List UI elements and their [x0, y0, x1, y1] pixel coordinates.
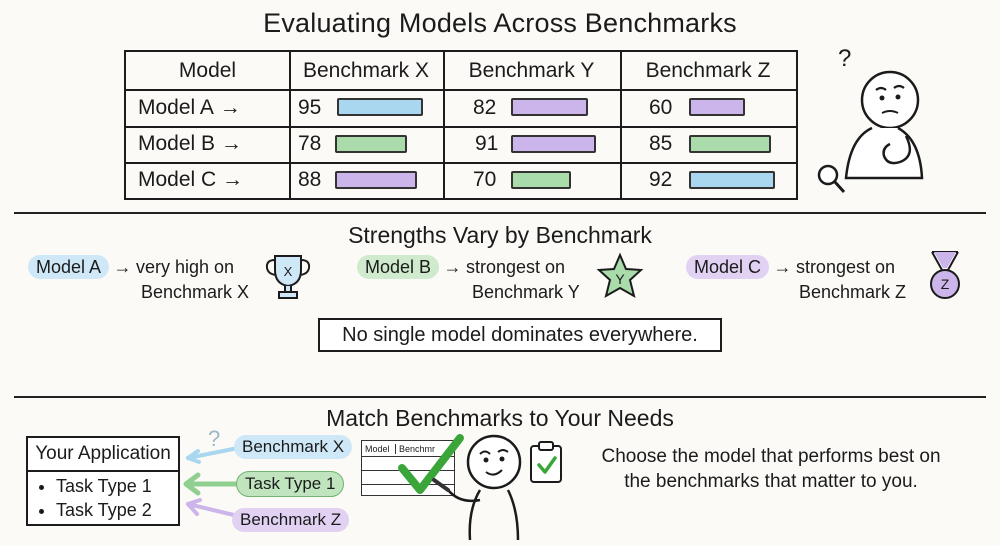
thinking-person-icon: ? [817, 45, 924, 194]
score-bar-a-y [511, 98, 588, 116]
strength-a-line2: Benchmark X [141, 282, 250, 302]
application-title: Your Application [28, 438, 178, 472]
strength-a-line1: very high on [135, 257, 235, 277]
checkmark-icon [398, 434, 464, 494]
task-item: Task Type 2 [56, 498, 178, 522]
tag-benchmark-z: Benchmark Z [232, 508, 350, 532]
medal-icon: Z [930, 251, 960, 299]
score-bar-c-x [335, 171, 417, 189]
strength-item-c: Model C → strongest on [686, 255, 895, 279]
trophy-icon: X [265, 255, 311, 299]
arrow-icon: → [222, 168, 244, 191]
arrow-icon: → [220, 132, 242, 155]
svg-text:Z: Z [941, 276, 950, 292]
mini-header: Benchmr [399, 443, 436, 454]
model-label: Model B [138, 132, 216, 155]
svg-text:Y: Y [615, 271, 625, 287]
person-icon [432, 434, 522, 541]
score-bar-b-x [335, 135, 407, 153]
score-bar-c-y [511, 171, 571, 189]
closing-line: the benchmarks that matter to you. [624, 471, 918, 492]
table-row-model-b: Model B → [138, 126, 242, 162]
score-c-z: 92 [649, 168, 673, 191]
section-divider [14, 396, 986, 398]
table-row-model-a: Model A → [138, 89, 241, 126]
arrow-icon: → [219, 95, 241, 119]
score-bar-c-z [689, 171, 775, 189]
match-arrows: ? [183, 428, 241, 518]
model-c-pill: Model C [686, 255, 770, 279]
strengths-title: Strengths Vary by Benchmark [348, 222, 652, 248]
score-bar-a-x [337, 98, 423, 116]
model-label: Model C [138, 168, 217, 191]
score-a-y: 82 [473, 95, 497, 119]
table-row-model-c: Model C → [138, 162, 243, 198]
tag-benchmark-x: Benchmark X [234, 435, 353, 459]
score-a-z: 60 [649, 95, 673, 119]
page-title: Evaluating Models Across Benchmarks [263, 8, 737, 38]
tag-task-type-1: Task Type 1 [236, 471, 345, 497]
clipboard-icon [530, 441, 562, 483]
mini-header: Model [362, 443, 396, 454]
model-b-pill: Model B [357, 255, 440, 279]
header-benchmark-y: Benchmark Y [468, 58, 595, 82]
score-bar-b-y [511, 135, 596, 153]
benchmark-table: Model Benchmark X Benchmark Y Benchmark … [124, 50, 798, 200]
model-label: Model A [138, 95, 214, 119]
score-bar-b-z [689, 135, 771, 153]
task-item: Task Type 1 [56, 474, 178, 498]
closing-text: Choose the model that performs best on t… [576, 444, 966, 494]
strength-c-line2: Benchmark Z [799, 282, 907, 302]
arrow-icon: → [443, 257, 462, 277]
score-a-x: 95 [298, 95, 322, 119]
star-icon: Y [596, 252, 644, 299]
header-benchmark-z: Benchmark Z [645, 58, 771, 82]
strength-c-line1: strongest on [795, 257, 895, 277]
header-model: Model [178, 58, 237, 82]
strength-b-line1: strongest on [465, 257, 566, 277]
strength-item-a: Model A → very high on [28, 255, 235, 279]
score-bar-a-z [689, 98, 745, 116]
svg-text:?: ? [838, 45, 851, 72]
score-c-y: 70 [473, 168, 497, 191]
strength-item-b: Model B → strongest on [357, 255, 566, 279]
model-a-pill: Model A [28, 255, 110, 279]
score-c-x: 88 [298, 168, 322, 191]
strength-b-line2: Benchmark Y [472, 282, 580, 302]
arrow-icon: → [773, 257, 792, 277]
application-box: Your Application Task Type 1 Task Type 2 [26, 436, 180, 526]
arrow-icon: → [113, 257, 132, 277]
score-b-z: 85 [649, 132, 673, 155]
match-title: Match Benchmarks to Your Needs [326, 405, 674, 431]
score-b-y: 91 [475, 132, 499, 155]
svg-text:X: X [284, 264, 293, 279]
svg-text:?: ? [208, 428, 220, 451]
closing-line: Choose the model that performs best on [601, 446, 941, 467]
score-b-x: 78 [298, 132, 322, 155]
callout-box: No single model dominates everywhere. [318, 318, 722, 352]
header-benchmark-x: Benchmark X [302, 58, 430, 82]
section-divider [14, 212, 986, 214]
